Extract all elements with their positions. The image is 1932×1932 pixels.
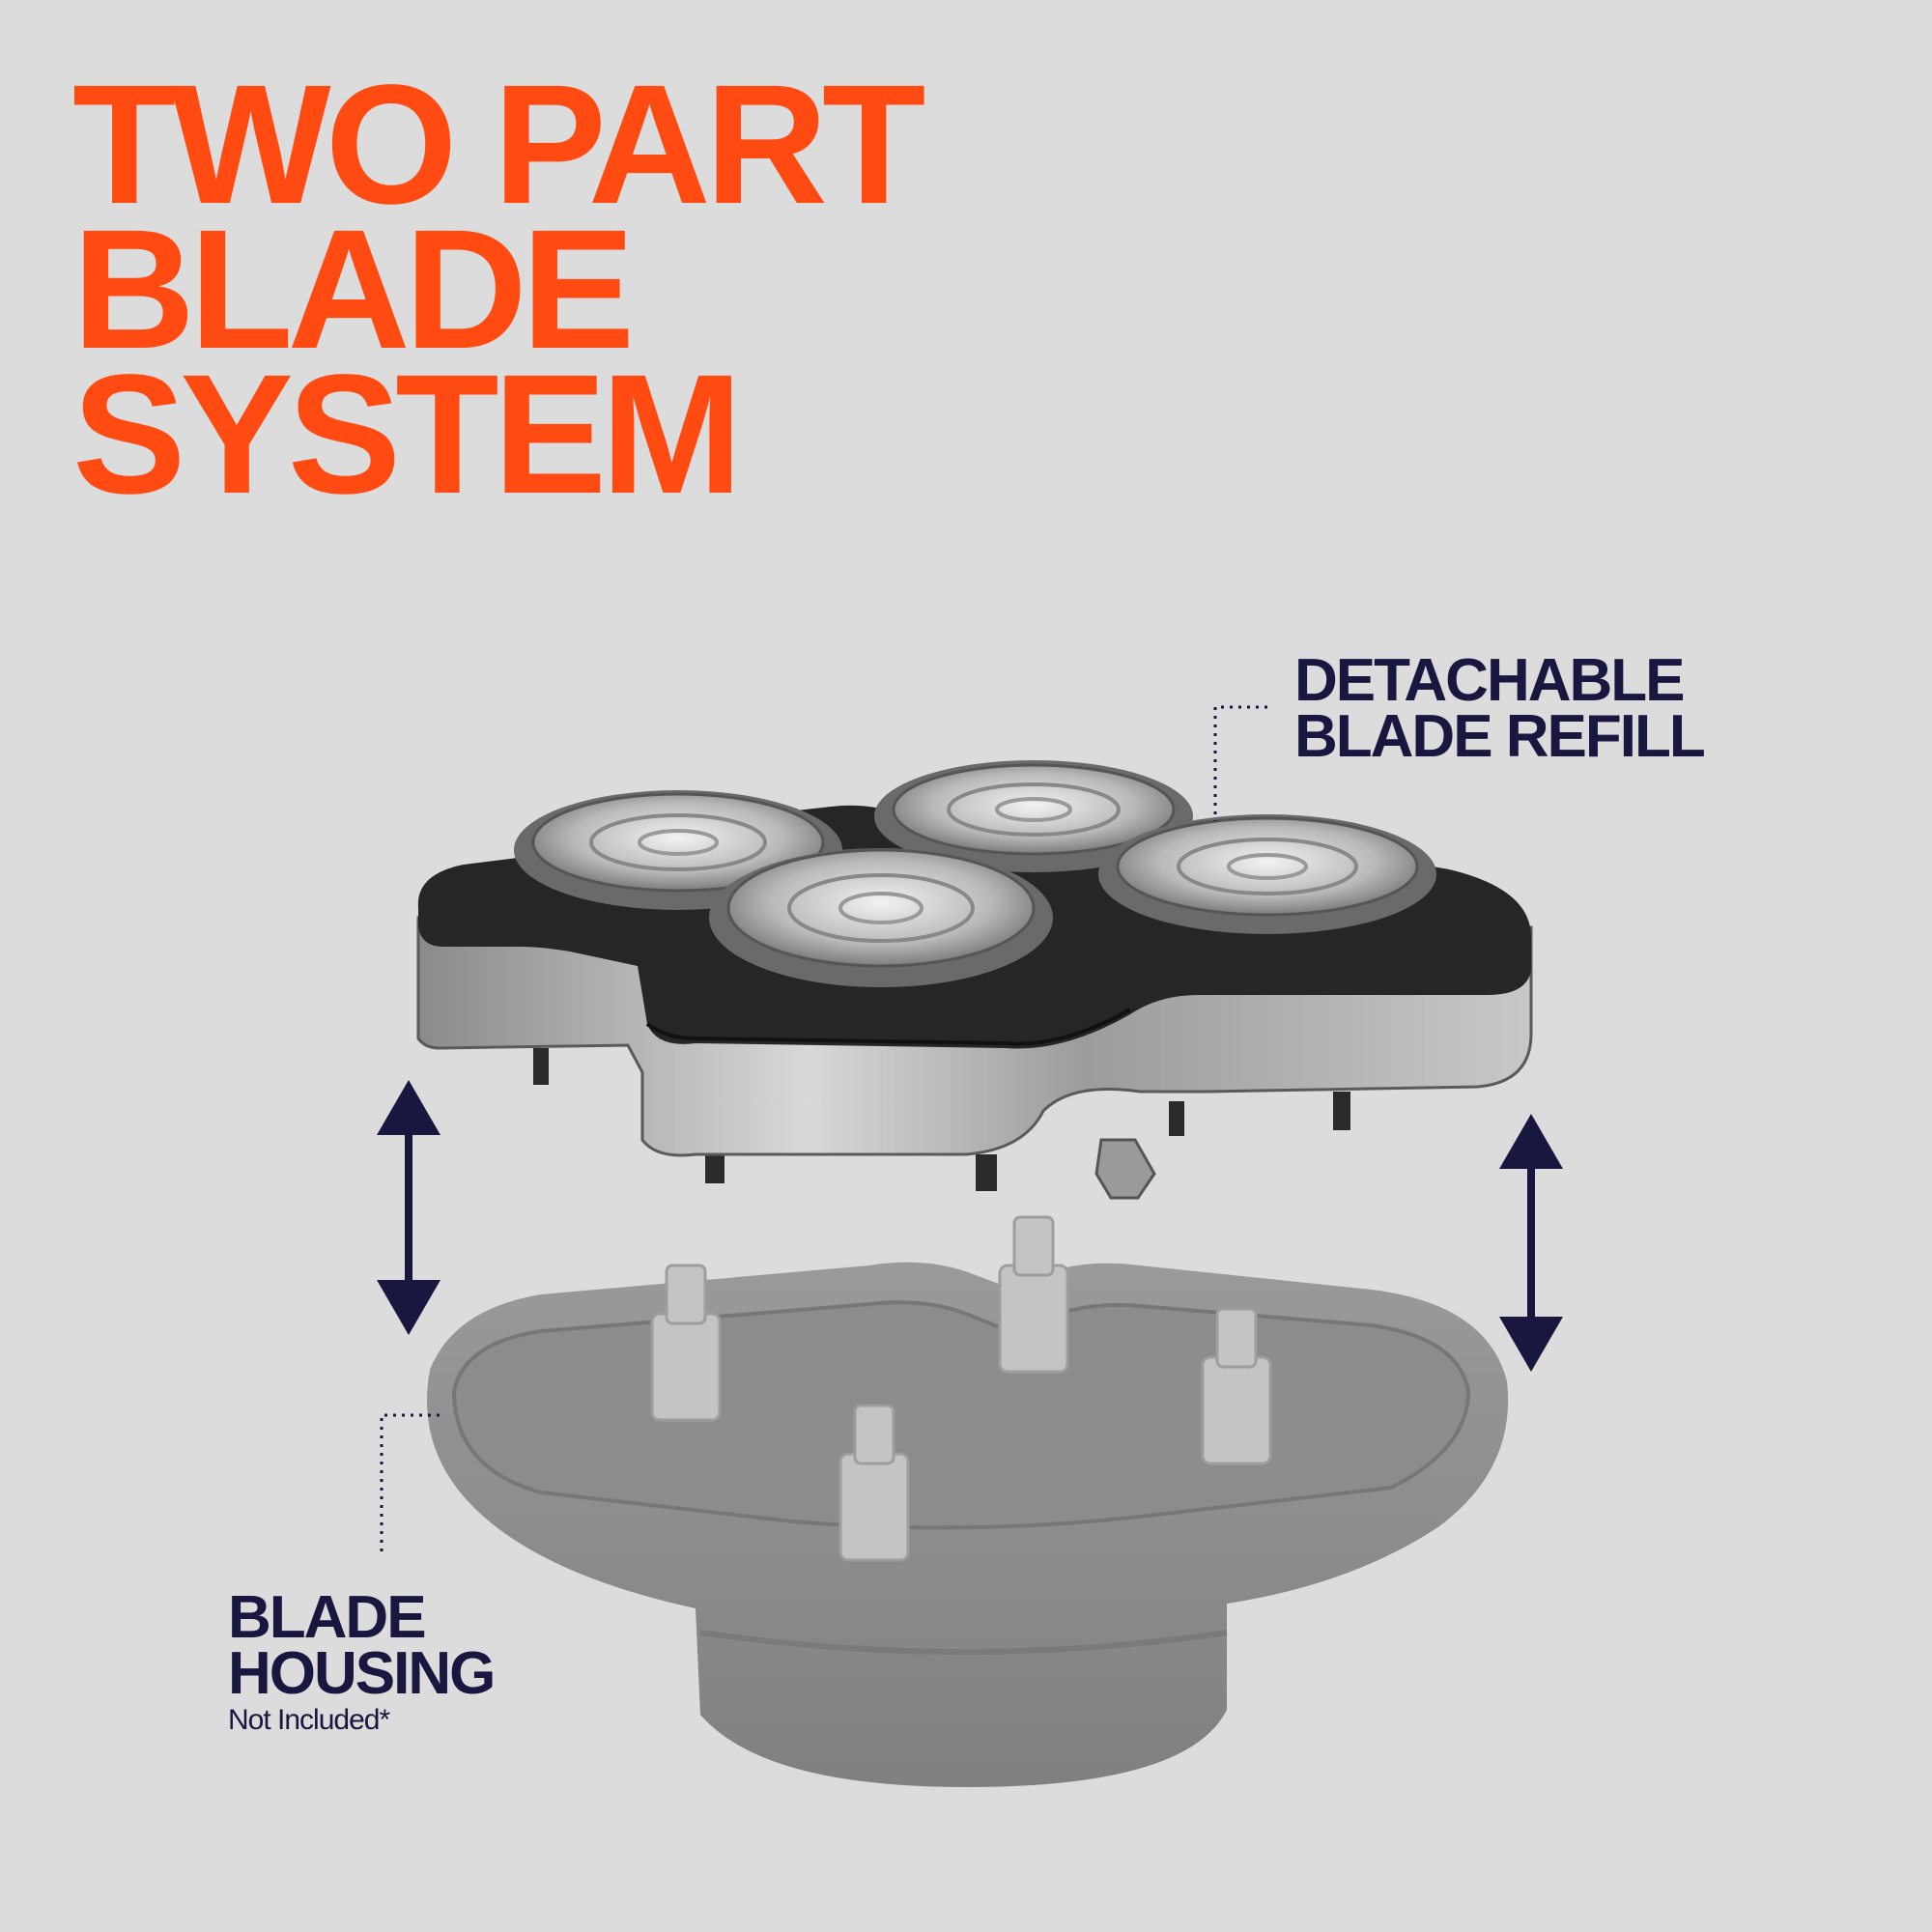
housing-leader-line (380, 1413, 440, 1555)
blade-housing (427, 1215, 1509, 1787)
housing-note: Not Included* (228, 1704, 390, 1736)
up-down-arrow-icon (377, 1080, 440, 1335)
housing-label-line: BLADE (228, 1584, 427, 1651)
headline-line: SYSTEM (72, 340, 743, 529)
refill-leader-line (1213, 705, 1267, 821)
blade-refill (416, 760, 1533, 1200)
up-down-arrow-icon (1499, 1114, 1563, 1372)
headline-line: BLADE (72, 195, 635, 384)
headline: TWO PART BLADE SYSTEM (72, 50, 925, 529)
cutting-head (709, 848, 1053, 987)
housing-label-line: HOUSING (228, 1640, 496, 1707)
housing-callout: BLADE HOUSING (228, 1584, 496, 1707)
cutting-head (1098, 814, 1436, 934)
refill-label-line: DETACHABLE (1294, 647, 1685, 714)
headline-line: TWO PART (72, 50, 925, 240)
cutting-head (874, 760, 1193, 872)
refill-callout: DETACHABLE BLADE REFILL (1294, 647, 1706, 770)
refill-label-line: BLADE REFILL (1294, 703, 1706, 770)
